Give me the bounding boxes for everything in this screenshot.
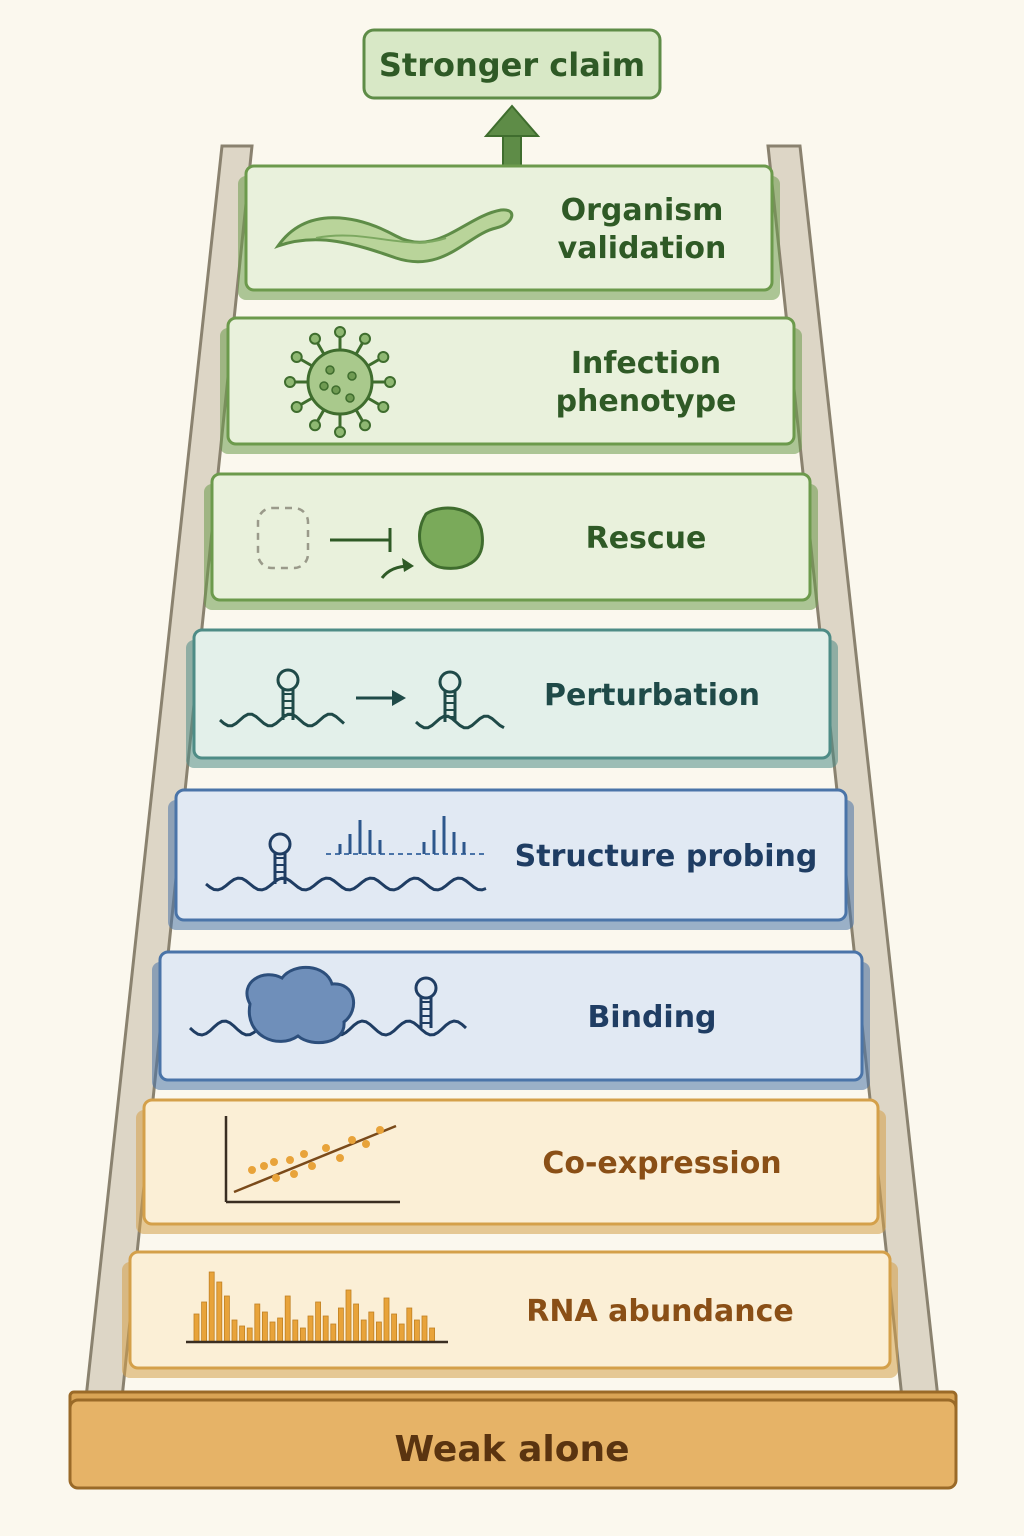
rung-panel — [244, 164, 774, 292]
up-arrow-icon — [483, 104, 541, 167]
rung-label: Perturbation — [544, 678, 760, 713]
rung-label: Co-expression — [542, 1146, 781, 1181]
weak-alone-label: Weak alone — [394, 1429, 629, 1470]
rung-label: Structure probing — [515, 839, 818, 874]
rung-panel — [226, 316, 796, 446]
hairpin-perturbation-icon — [219, 668, 505, 730]
worm-icon — [274, 208, 514, 264]
rescue-icon — [256, 506, 484, 579]
rung-label: Rescue — [586, 521, 707, 556]
evidence-rungs: OrganismvalidationInfectionphenotypeResc… — [122, 164, 898, 1378]
virus-icon — [284, 326, 396, 438]
ladder-base: Weak alone — [68, 1390, 958, 1490]
rung-panel — [192, 628, 832, 760]
structure-probing-icon — [205, 816, 487, 892]
rung-rescue: Rescue — [204, 472, 818, 610]
rung-panel — [142, 1098, 880, 1226]
rung-structure-probing: Structure probing — [168, 788, 854, 930]
scatter-plot-icon — [224, 1116, 400, 1204]
rung-label: Infection — [571, 346, 721, 381]
rung-label: RNA abundance — [526, 1294, 794, 1329]
rung-label: Organism — [561, 193, 724, 228]
rung-rna-abundance: RNA abundance — [122, 1250, 898, 1378]
rung-perturbation: Perturbation — [186, 628, 838, 768]
rung-label: Binding — [587, 1000, 716, 1035]
rung-panel — [210, 472, 812, 602]
stronger-claim-label: Stronger claim — [379, 46, 645, 84]
rung-label: validation — [558, 231, 727, 266]
protein-binding-icon — [188, 965, 468, 1045]
stronger-claim-group: Stronger claim — [362, 28, 662, 167]
stronger-claim-box — [362, 28, 662, 100]
rung-label: phenotype — [556, 384, 737, 419]
bar-histogram-icon — [186, 1271, 448, 1344]
rung-binding: Binding — [152, 950, 870, 1090]
rung-co-expression: Co-expression — [136, 1098, 886, 1234]
